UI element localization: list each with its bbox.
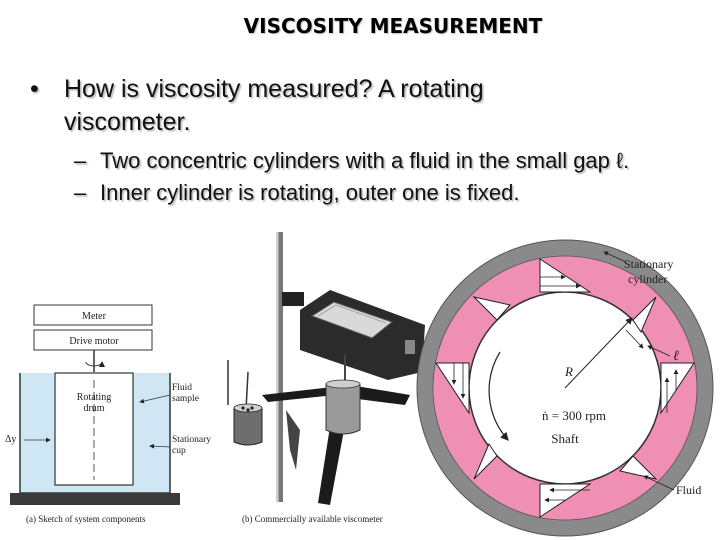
clamp	[282, 292, 304, 306]
fluid-pointer	[643, 475, 675, 491]
fluid-sample-pointer	[139, 394, 171, 404]
radius-line	[564, 317, 633, 389]
meter-label: Meter	[82, 311, 107, 322]
figure-b-caption: (b) Commercially available viscometer	[242, 514, 383, 524]
subbullet-dash-2: –	[74, 180, 87, 205]
figure-b-photo: (b) Commercially available viscometer	[227, 232, 425, 524]
subbullet-dash-1: –	[74, 148, 87, 173]
speed-label: ṅ = 300 rpm	[542, 408, 606, 423]
stand-rod	[276, 232, 283, 502]
figure-c-cross-section: R ṅ = 300 rpm Shaft ℓ Stationary cylinde…	[416, 239, 714, 537]
dy-label: Δy	[5, 434, 16, 445]
sample-beaker	[325, 383, 361, 435]
cup-label-1: Stationary	[172, 435, 211, 445]
spindle-holder	[233, 407, 263, 446]
cup-label-2: cup	[172, 446, 186, 456]
drum-label-1: Rotating	[77, 392, 111, 403]
cup-pointer	[149, 443, 171, 449]
base-plate	[10, 493, 180, 505]
bullet-marker: •	[30, 75, 39, 103]
tripod-base	[262, 385, 410, 505]
stationary-label-2: cylinder	[628, 272, 667, 286]
slide-title: VISCOSITY MEASUREMENT	[243, 14, 543, 38]
radius-label: R	[564, 364, 573, 379]
meter-box	[33, 304, 153, 326]
bullet-line-1: How is viscosity measured? A rotating	[64, 75, 484, 103]
figure-a-caption: (a) Sketch of system components	[26, 514, 146, 524]
gap-label: ℓ	[673, 349, 679, 364]
drive-motor-label: Drive motor	[69, 336, 119, 347]
shaft-label: Shaft	[551, 431, 579, 446]
bullet-line-2: viscometer.	[64, 108, 191, 136]
rotation-direction-arrow	[488, 351, 509, 441]
subbullet-text-2: Inner cylinder is rotating, outer one is…	[100, 180, 520, 205]
stationary-label-1: Stationary	[624, 257, 673, 271]
fluid-label: Fluid	[676, 483, 701, 497]
figure-a-sketch: Meter Drive motor Rotating drum Δy Fluid…	[5, 304, 211, 524]
fluid-sample-label-1: Fluid	[172, 383, 192, 393]
drum-label-2: drum	[83, 403, 104, 414]
dial-face	[310, 301, 394, 339]
drive-motor-box	[33, 329, 153, 351]
stationary-pointer	[603, 251, 627, 263]
rotation-arrow	[85, 361, 105, 368]
subbullet-text-1: Two concentric cylinders with a fluid in…	[100, 148, 630, 173]
fluid-sample-label-2: sample	[172, 394, 199, 404]
